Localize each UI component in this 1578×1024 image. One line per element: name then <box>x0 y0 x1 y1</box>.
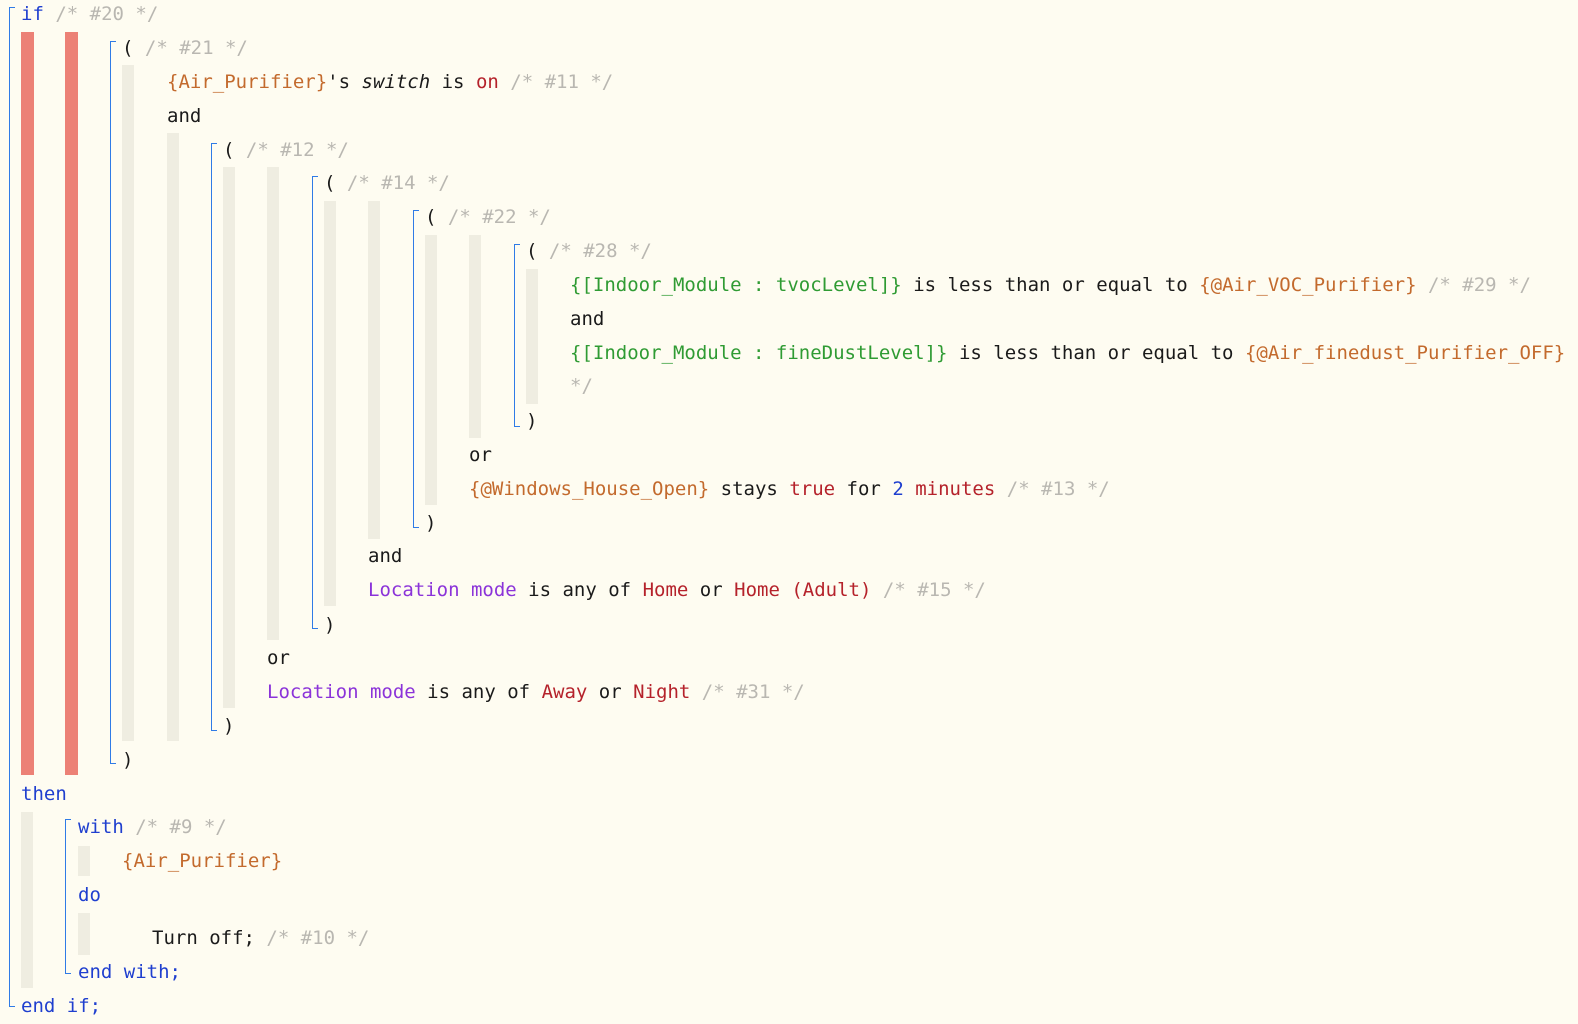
command-turn-off[interactable]: Turn off; <box>152 927 255 949</box>
with-keyword[interactable]: with <box>78 816 124 838</box>
comment: /* #20 */ <box>55 3 159 25</box>
group-bracket-22 <box>413 210 419 528</box>
comment: /* #29 */ <box>1427 274 1531 296</box>
or-word: or <box>598 681 622 703</box>
line-group-12-open: ( /* #12 */ <box>223 139 349 161</box>
comparison: is <box>441 71 465 93</box>
variable-air-voc-purifier[interactable]: {@Air_VOC_Purifier} <box>1199 274 1417 296</box>
indent-guide <box>21 812 33 988</box>
logical-and[interactable]: and <box>570 308 605 330</box>
line-group-21-open: ( /* #21 */ <box>122 37 248 59</box>
attribute-switch: switch <box>361 71 431 93</box>
comment: /* #10 */ <box>266 927 370 949</box>
condition-mode-away[interactable]: Location mode is any of Away or Night /*… <box>267 681 805 703</box>
close-paren-12[interactable]: ) <box>223 715 235 737</box>
location-mode[interactable]: Location mode <box>368 579 517 601</box>
end-if-keyword[interactable]: end if; <box>21 995 102 1017</box>
open-paren[interactable]: ( <box>425 206 437 228</box>
group-bracket-14 <box>312 176 318 629</box>
condition-error-bar-1 <box>21 32 34 775</box>
comparison: is less than or equal to <box>958 342 1234 364</box>
condition-mode-home[interactable]: Location mode is any of Home or Home (Ad… <box>368 579 986 601</box>
comment-continuation: */ <box>570 375 593 397</box>
with-block-bracket <box>65 819 71 974</box>
device-air-purifier[interactable]: {Air_Purifier} <box>167 71 328 93</box>
comment: /* #14 */ <box>346 172 450 194</box>
open-paren[interactable]: ( <box>223 139 235 161</box>
location-mode[interactable]: Location mode <box>267 681 416 703</box>
for-word: for <box>846 478 881 500</box>
duration-number: 2 <box>892 478 904 500</box>
line-group-22-open: ( /* #22 */ <box>425 206 551 228</box>
indent-guide <box>122 65 134 741</box>
group-bracket-28 <box>514 244 520 427</box>
logical-and[interactable]: and <box>167 105 202 127</box>
condition-error-bar-2 <box>65 32 78 775</box>
logical-or[interactable]: or <box>469 444 492 466</box>
indent-guide <box>526 269 538 404</box>
device-attribute-tvoc[interactable]: {[Indoor_Module : tvocLevel]} <box>570 274 902 296</box>
group-bracket-21 <box>110 41 116 764</box>
condition-switch-on[interactable]: {Air_Purifier}'s switch is on /* #11 */ <box>167 71 613 93</box>
line-group-14-open: ( /* #14 */ <box>324 172 450 194</box>
comment: /* #15 */ <box>882 579 986 601</box>
comment: /* #28 */ <box>548 240 652 262</box>
stays-word: stays <box>720 478 778 500</box>
mode-away: Away <box>541 681 588 703</box>
end-with-keyword[interactable]: end with; <box>78 961 181 983</box>
condition-finedust-level[interactable]: {[Indoor_Module : fineDustLevel]} is les… <box>570 342 1565 364</box>
mode-home-adult: Home (Adult) <box>734 579 872 601</box>
mode-night: Night <box>633 681 691 703</box>
comment: /* #31 */ <box>701 681 805 703</box>
comment: /* #9 */ <box>135 816 227 838</box>
open-paren[interactable]: ( <box>324 172 336 194</box>
comment: /* #11 */ <box>510 71 614 93</box>
indent-guide <box>368 201 380 539</box>
if-block-bracket <box>9 7 15 1007</box>
possessive: 's <box>327 71 351 93</box>
duration-unit: minutes <box>915 478 996 500</box>
line-with: with /* #9 */ <box>78 816 227 838</box>
indent-guide <box>78 913 90 955</box>
logical-or[interactable]: or <box>267 647 290 669</box>
value-true: true <box>789 478 836 500</box>
comparison: is any of <box>528 579 632 601</box>
comment: /* #21 */ <box>144 37 248 59</box>
device-attribute-finedust[interactable]: {[Indoor_Module : fineDustLevel]} <box>570 342 948 364</box>
close-paren-22[interactable]: ) <box>425 512 437 534</box>
comparison: is less than or equal to <box>913 274 1188 296</box>
indent-guide <box>469 235 481 438</box>
condition-windows-open[interactable]: {@Windows_House_Open} stays true for 2 m… <box>469 478 1110 500</box>
close-paren-21[interactable]: ) <box>122 749 134 771</box>
comment: /* #12 */ <box>245 139 349 161</box>
line-if: if /* #20 */ <box>21 3 158 25</box>
action-device-air-purifier[interactable]: {Air_Purifier} <box>122 850 283 872</box>
indent-guide <box>167 133 179 741</box>
do-keyword[interactable]: do <box>78 884 101 906</box>
close-paren-28[interactable]: ) <box>526 410 538 432</box>
open-paren[interactable]: ( <box>526 240 538 262</box>
group-bracket-12 <box>211 143 217 731</box>
comment: /* #22 */ <box>447 206 551 228</box>
indent-guide <box>78 846 90 876</box>
if-keyword[interactable]: if <box>21 3 44 25</box>
comment: /* #13 */ <box>1006 478 1110 500</box>
mode-home: Home <box>642 579 689 601</box>
condition-tvoc-level[interactable]: {[Indoor_Module : tvocLevel]} is less th… <box>570 274 1531 296</box>
open-paren[interactable]: ( <box>122 37 134 59</box>
action-turn-off[interactable]: Turn off; /* #10 */ <box>152 927 369 949</box>
variable-windows-house-open[interactable]: {@Windows_House_Open} <box>469 478 710 500</box>
indent-guide <box>267 167 279 640</box>
comparison: is any of <box>427 681 531 703</box>
line-group-28-open: ( /* #28 */ <box>526 240 652 262</box>
or-word: or <box>699 579 723 601</box>
logical-and[interactable]: and <box>368 545 403 567</box>
then-keyword[interactable]: then <box>21 783 67 805</box>
indent-guide <box>324 201 336 606</box>
indent-guide <box>425 235 437 505</box>
variable-air-finedust-purifier-off[interactable]: {@Air_finedust_Purifier_OFF} <box>1244 342 1566 364</box>
value-on: on <box>475 71 499 93</box>
indent-guide <box>223 167 235 708</box>
close-paren-14[interactable]: ) <box>324 614 336 636</box>
